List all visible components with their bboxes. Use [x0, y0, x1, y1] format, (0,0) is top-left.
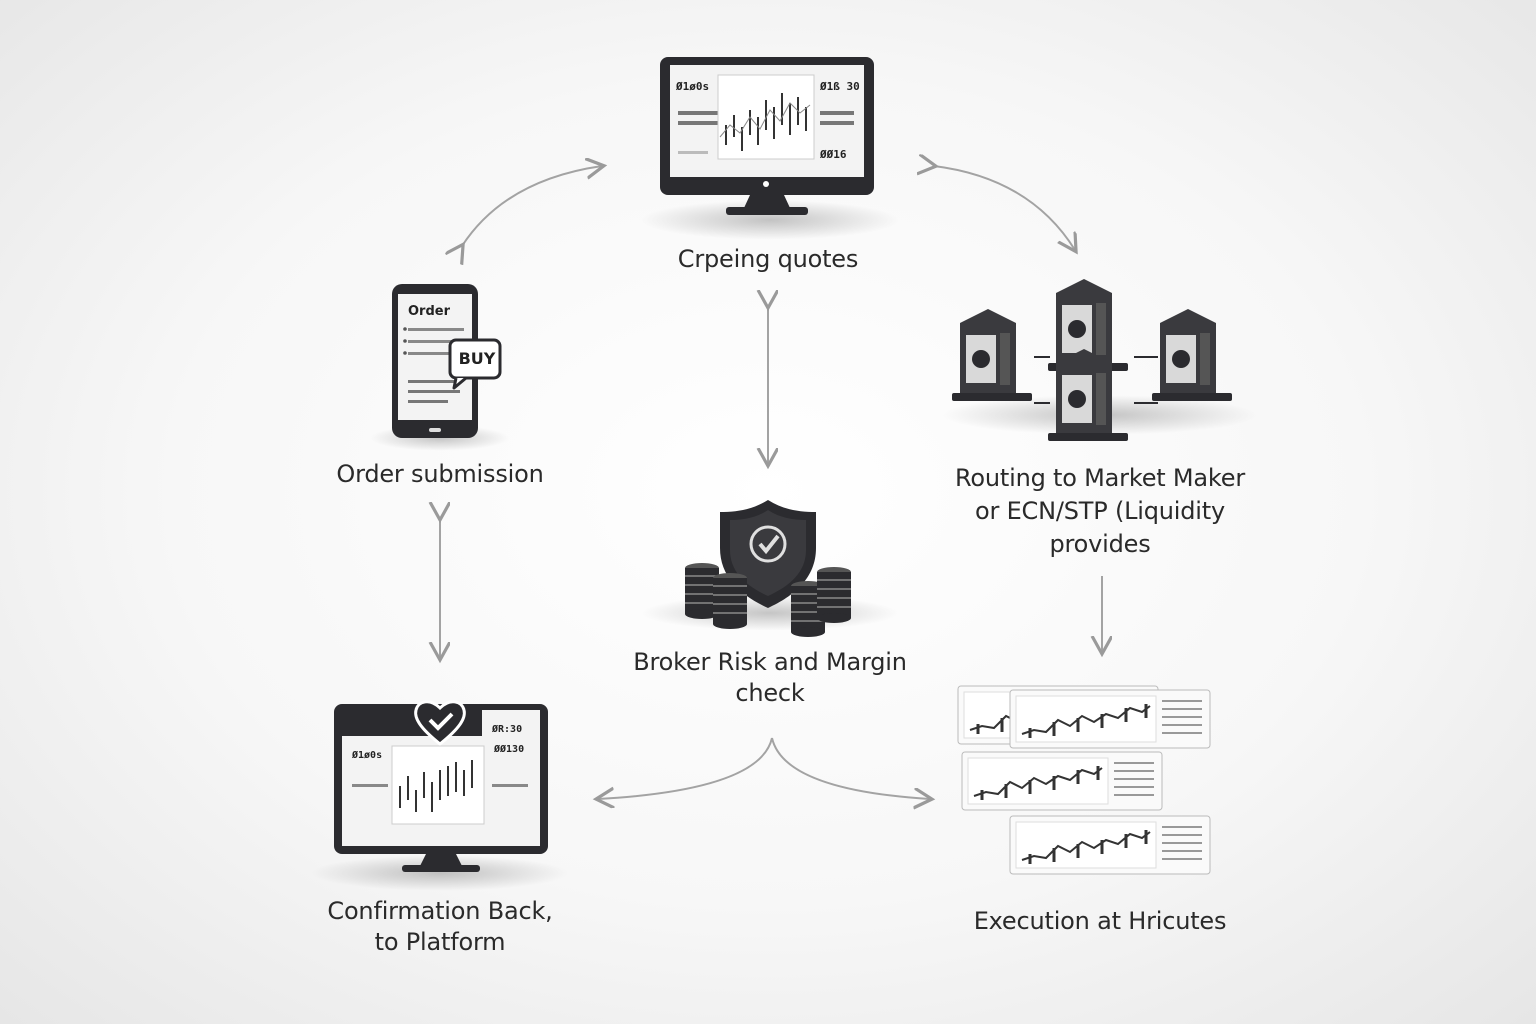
- confirmation-label-line2: to Platform: [374, 928, 506, 956]
- execution-label: Execution at Hricutes: [973, 907, 1227, 935]
- chart-panel-stack: [957, 685, 1212, 876]
- arrow-quotes-routing: [934, 166, 1075, 250]
- arrow-order-quotes: [462, 166, 602, 246]
- confirm-screen-text-3: ØØ130: [494, 744, 525, 755]
- buy-bubble: [448, 338, 502, 390]
- monitor-icon: [334, 704, 548, 872]
- quotes-screen-text-1: Ø1ø0s: [676, 80, 710, 93]
- confirmation-label-line1: Confirmation Back,: [327, 897, 553, 925]
- quotes-screen-text-2: Ø1ß 30: [820, 80, 860, 93]
- routing-label-line2: or ECN/STP (Liquidity: [975, 497, 1225, 525]
- risk-label-line1: Broker Risk and Margin: [633, 648, 907, 676]
- risk-label-line2: check: [735, 679, 805, 707]
- monitor-icon: [660, 57, 874, 215]
- coin-stack-icon: [685, 563, 852, 638]
- server-cluster: [952, 279, 1232, 441]
- quotes-label: Crpeing quotes: [677, 245, 859, 273]
- routing-label-line1: Routing to Market Maker: [955, 464, 1245, 492]
- confirm-screen-text-1: Ø1ø0s: [352, 750, 383, 761]
- server-icon: [952, 309, 1032, 401]
- order-label: Order submission: [336, 460, 544, 488]
- buy-button[interactable]: BUY: [458, 349, 496, 368]
- arrow-risk-confirmation: [598, 737, 773, 799]
- heart-check-icon: [414, 700, 466, 746]
- phone-order-title: Order: [408, 304, 450, 319]
- quotes-screen-text-3: ØØ16: [820, 148, 847, 161]
- routing-label-line3: provides: [1049, 530, 1151, 558]
- arrow-risk-execution: [771, 737, 930, 799]
- confirm-screen-text-2: ØR:30: [492, 724, 523, 735]
